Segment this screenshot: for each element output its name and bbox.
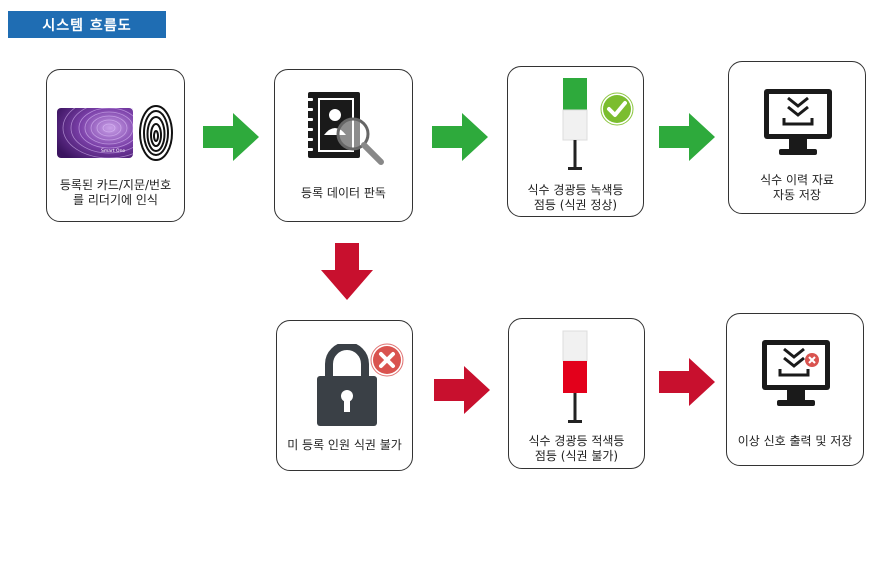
step-check-line1: 등록 데이터 판독 bbox=[301, 186, 386, 200]
step-save-line2: 자동 저장 bbox=[773, 188, 821, 202]
monitor-error-icon bbox=[762, 340, 830, 406]
step-save-line1: 식수 이력 자료 bbox=[760, 173, 834, 187]
step-recognize-line1: 등록된 카드/지문/번호 bbox=[59, 178, 172, 192]
step-green-lamp: 식수 경광등 녹색등 점등 (식권 정상) bbox=[507, 66, 644, 217]
step-save: 식수 이력 자료 자동 저장 bbox=[728, 61, 866, 214]
step-green-lamp-line1: 식수 경광등 녹색등 bbox=[527, 183, 624, 197]
arrow-check-to-green bbox=[432, 113, 488, 161]
arrow-recognize-to-check bbox=[203, 113, 259, 161]
step-recognize: Smart One 등록된 카드/지문/번호 를 리더기에 인식 bbox=[46, 69, 185, 222]
page-title: 시스템 흐름도 bbox=[8, 11, 166, 38]
step-error-save-line1: 이상 신호 출력 및 저장 bbox=[737, 434, 853, 448]
step-unregistered-line1: 미 등록 인원 식권 불가 bbox=[287, 438, 402, 452]
green-lamp-icon bbox=[562, 78, 588, 170]
step-recognize-line2: 를 리더기에 인식 bbox=[73, 193, 158, 207]
monitor-download-icon bbox=[764, 89, 832, 155]
card-text: Smart One bbox=[101, 148, 125, 154]
step-unregistered: 미 등록 인원 식권 불가 bbox=[276, 320, 413, 471]
step-check: 등록 데이터 판독 bbox=[274, 69, 413, 222]
arrow-red-to-error-save bbox=[659, 358, 715, 406]
check-badge-icon bbox=[600, 92, 634, 126]
step-green-lamp-line2: 점등 (식권 정상) bbox=[533, 198, 618, 212]
arrow-unregistered-to-red bbox=[434, 366, 490, 414]
red-lamp-icon bbox=[562, 330, 588, 423]
arrow-green-to-save bbox=[659, 113, 715, 161]
padlock-icon bbox=[317, 344, 377, 426]
step-red-lamp-line2: 점등 (식권 불가) bbox=[534, 449, 619, 463]
fingerprint-icon bbox=[139, 105, 173, 161]
address-book-search-icon bbox=[305, 92, 384, 165]
error-badge-icon bbox=[370, 343, 404, 377]
step-red-lamp-line1: 식수 경광등 적색등 bbox=[528, 434, 625, 448]
card-icon: Smart One bbox=[57, 108, 133, 158]
step-error-save: 이상 신호 출력 및 저장 bbox=[726, 313, 864, 466]
step-red-lamp: 식수 경광등 적색등 점등 (식권 불가) bbox=[508, 318, 645, 469]
arrow-check-to-unregistered bbox=[321, 243, 373, 300]
